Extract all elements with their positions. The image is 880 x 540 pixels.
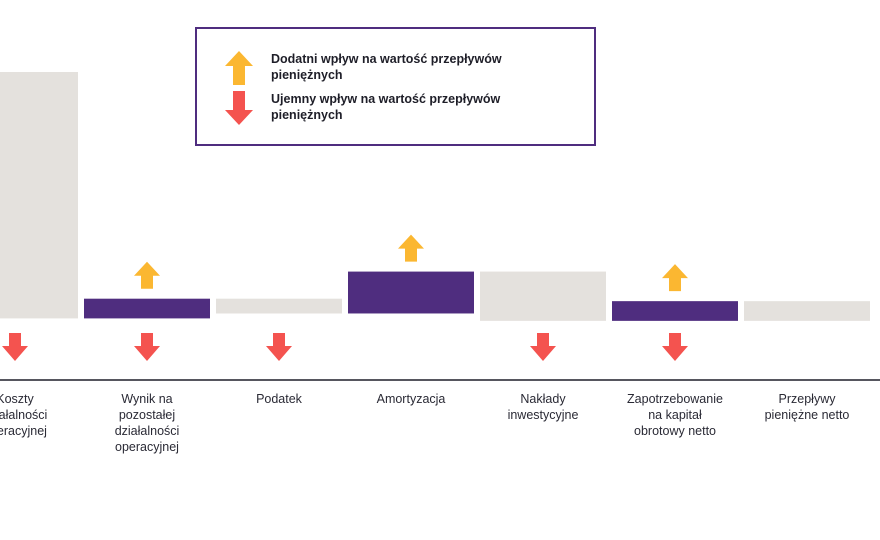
down-arrow-icon <box>134 333 160 361</box>
category-label-2: Podatek <box>256 392 302 406</box>
down-arrow-icon <box>2 333 28 361</box>
category-label-0: Kosztydziałalnościoperacyjnej <box>0 392 48 438</box>
up-arrow-icon <box>662 264 688 292</box>
category-label-3: Amortyzacja <box>376 392 446 406</box>
up-arrow-icon <box>134 261 160 289</box>
legend-label-positive: Dodatni wpływ na wartość przepływów pien… <box>271 52 502 82</box>
bar-3 <box>348 271 474 314</box>
bar-4 <box>480 271 606 321</box>
legend-box: Dodatni wpływ na wartość przepływów pien… <box>195 27 596 146</box>
arrow-down-icon <box>225 91 253 125</box>
bar-1 <box>84 298 210 319</box>
bar-5 <box>612 301 738 321</box>
bar-2 <box>216 298 342 314</box>
bar-0 <box>0 72 78 319</box>
up-arrow-icon <box>398 234 424 262</box>
bar-6 <box>744 301 870 321</box>
legend-item-positive: Dodatni wpływ na wartość przepływów pien… <box>225 51 561 85</box>
down-arrow-icon <box>266 333 292 361</box>
arrow-up-icon <box>225 51 253 85</box>
bars-group <box>0 72 870 321</box>
arrows-group <box>2 234 688 361</box>
legend-label-negative: Ujemny wpływ na wartość przepływów pieni… <box>271 92 501 122</box>
down-arrow-icon <box>662 333 688 361</box>
down-arrow-icon <box>530 333 556 361</box>
legend-item-negative: Ujemny wpływ na wartość przepływów pieni… <box>225 91 561 125</box>
